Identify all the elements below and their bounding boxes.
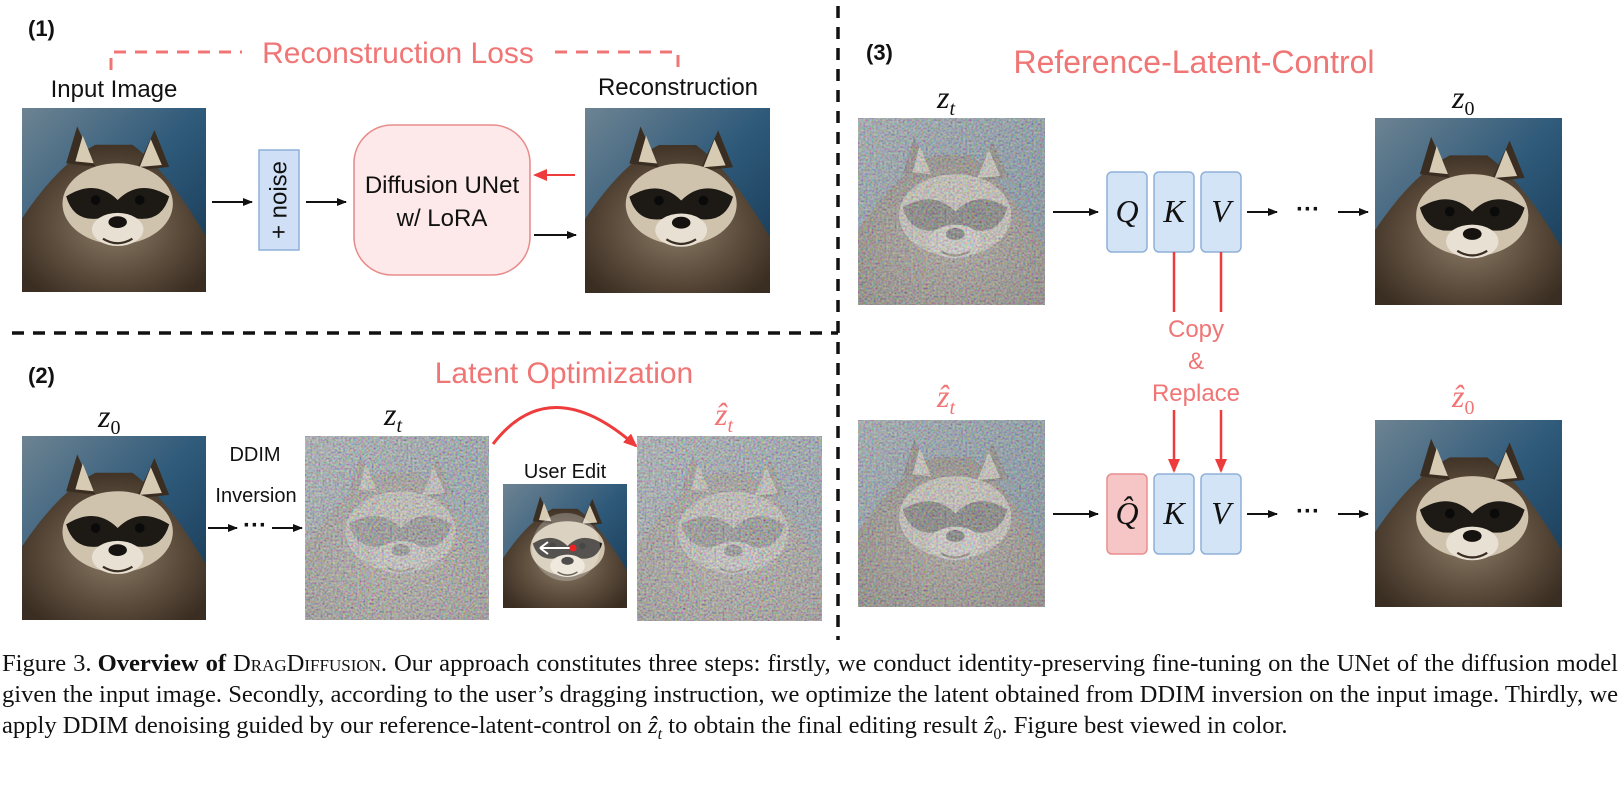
caption-body-2: to obtain the final editing result [662, 712, 984, 739]
latent-optimization-label: Latent Optimization [435, 357, 693, 390]
q-box [1106, 171, 1148, 253]
q-hat-box [1106, 473, 1148, 555]
caption-math-2-sub: 0 [993, 725, 1002, 743]
reconstruction-loss-label: Reconstruction Loss [262, 37, 534, 70]
zhat-t-noisy-image [637, 436, 822, 621]
caption-body-1: Our approach constitutes three steps: fi… [2, 650, 1618, 739]
p3-z0-label: z0 [1451, 79, 1474, 120]
overview-diagram: (1) Reconstruction Loss Input Image + no… [12, 6, 1564, 640]
caption-math-1-sub: t [657, 725, 663, 743]
p3-z0-image [1373, 116, 1564, 307]
caption-label: Figure 3. [2, 650, 92, 677]
k-label-bottom: K [1162, 495, 1186, 531]
noise-box [258, 149, 300, 251]
unet-label-line1: Diffusion UNet [365, 172, 520, 199]
p3-zhat-0-label: ẑ0 [1451, 378, 1474, 419]
panel2-label: (2) [28, 363, 55, 388]
unet-box [353, 124, 531, 276]
input-image-label: Input Image [51, 76, 178, 103]
ddim-label-line1: DDIM [229, 444, 280, 466]
p3-zt-noisy-image [858, 118, 1045, 305]
v-label: V [1211, 193, 1234, 229]
q-hat-label: Q̂ [1115, 495, 1138, 531]
reconstruction-label: Reconstruction [598, 74, 758, 101]
dots-bottom: ··· [1296, 498, 1320, 525]
copy-label-line3: Replace [1152, 380, 1240, 407]
ddim-dots: ··· [243, 512, 267, 539]
v-label-bottom: V [1211, 495, 1234, 531]
dots-top: ··· [1296, 196, 1320, 223]
reference-latent-control-label: Reference-Latent-Control [1013, 44, 1374, 80]
v-box-bottom [1200, 473, 1242, 555]
q-label: Q [1115, 193, 1138, 229]
k-label: K [1162, 193, 1186, 229]
p3-zhat-t-noisy-image [858, 420, 1045, 607]
drag-handle-point [569, 544, 577, 552]
caption-math-1: ẑ [648, 712, 658, 739]
zt-noisy-image [305, 436, 489, 620]
z0-image [20, 434, 208, 622]
drag-arrow-head [539, 541, 549, 555]
reconstruction-image [583, 106, 772, 295]
p3-zhat-t-label: ẑt [936, 378, 955, 419]
caption-math-2: ẑ [983, 712, 994, 739]
ddim-label-line2: Inversion [215, 485, 296, 507]
copy-label-line1: Copy [1168, 316, 1224, 343]
p3-zhat-0-image [1373, 418, 1564, 609]
k-box-bottom [1153, 473, 1195, 555]
z0-label: z0 [97, 398, 120, 439]
p3-zt-label: zt [936, 79, 955, 120]
unet-label-line2: w/ LoRA [396, 205, 488, 232]
user-edit-label: User Edit [524, 461, 607, 483]
panel1-label: (1) [28, 16, 55, 41]
caption-title-b: DragDiffusion. [232, 650, 388, 677]
latent-optimization-curved-arrow [491, 406, 638, 448]
caption-title-a: Overview of [97, 650, 233, 677]
figure-caption: Figure 3.Overview of DragDiffusion. Our … [2, 648, 1618, 750]
reconstruction-loss-bracket [109, 50, 680, 70]
panel3-label: (3) [866, 40, 893, 65]
caption-body-3: . Figure best viewed in color. [1001, 712, 1288, 739]
noise-label: + noise [266, 161, 293, 239]
input-image [20, 106, 208, 294]
zt-label: zt [383, 396, 402, 437]
zhat-t-label: ẑt [714, 396, 733, 437]
copy-label-line2: & [1188, 348, 1204, 375]
